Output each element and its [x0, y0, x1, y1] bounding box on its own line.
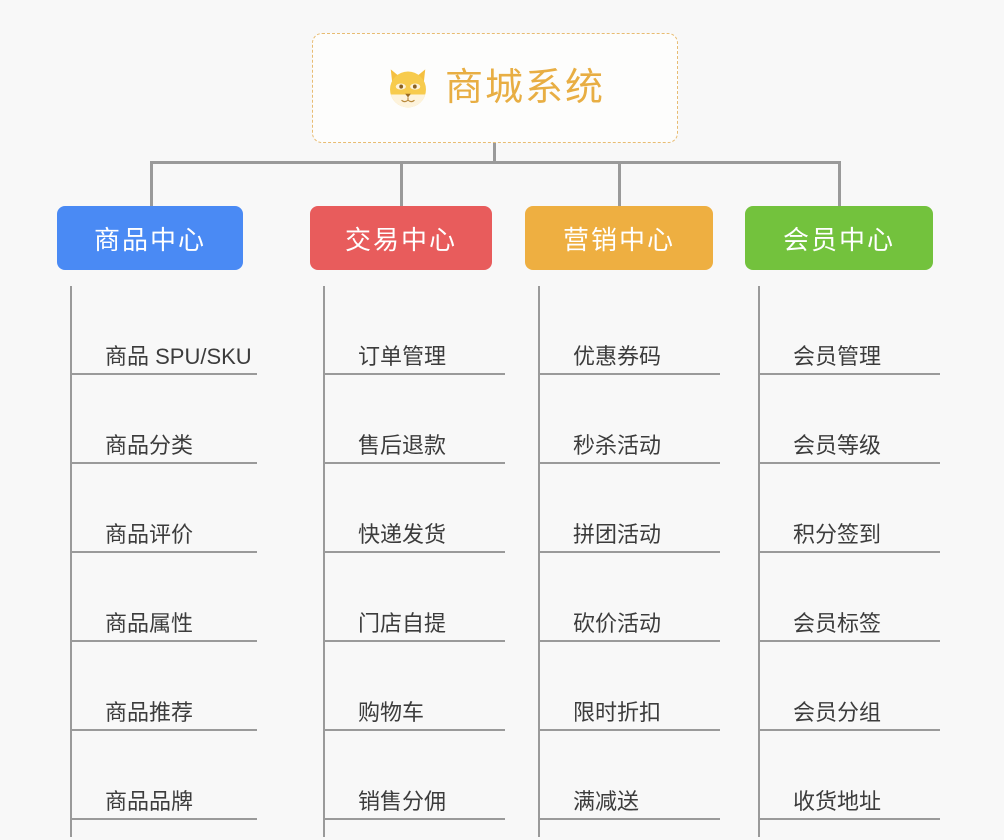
branch-header-member[interactable]: 会员中心 — [745, 206, 933, 270]
list-item[interactable]: 砍价活动 — [540, 553, 720, 642]
list-item-label: 砍价活动 — [573, 610, 662, 636]
branch-header-trade[interactable]: 交易中心 — [310, 206, 492, 270]
list-item[interactable]: 商品分类 — [72, 375, 257, 464]
list-item-label: 门店自提 — [358, 610, 447, 636]
list-item-label: 商品推荐 — [105, 699, 194, 725]
branch-items-member: 会员管理 会员等级 积分签到 会员标签 会员分组 收货地址 — [758, 286, 940, 837]
list-item-label: 快递发货 — [358, 521, 447, 547]
list-item[interactable]: 会员管理 — [760, 286, 940, 375]
list-item[interactable]: 会员分组 — [760, 642, 940, 731]
connector-drop-4 — [838, 161, 841, 206]
list-item-label: 商品属性 — [105, 610, 194, 636]
branch-column-trade: 交易中心 订单管理 售后退款 快递发货 门店自提 购物车 销售分佣 — [310, 206, 505, 837]
list-item[interactable]: 商品 SPU/SKU — [72, 286, 257, 375]
connector-horizontal-bus — [150, 161, 841, 164]
list-item[interactable]: 订单管理 — [325, 286, 505, 375]
list-item-label: 积分签到 — [793, 521, 882, 547]
branch-column-marketing: 营销中心 优惠券码 秒杀活动 拼团活动 砍价活动 限时折扣 满减送 — [525, 206, 720, 837]
branch-header-product[interactable]: 商品中心 — [57, 206, 243, 270]
branch-items-product: 商品 SPU/SKU 商品分类 商品评价 商品属性 商品推荐 商品品牌 — [70, 286, 257, 837]
list-item-label: 优惠券码 — [573, 343, 662, 369]
list-item[interactable]: 商品属性 — [72, 553, 257, 642]
list-item[interactable]: 收货地址 — [760, 731, 940, 820]
list-item[interactable]: 商品推荐 — [72, 642, 257, 731]
connector-drop-1 — [150, 161, 153, 206]
branch-header-label: 商品中心 — [93, 224, 206, 255]
list-item[interactable]: 积分签到 — [760, 464, 940, 553]
list-item-label: 限时折扣 — [573, 699, 662, 725]
branch-header-marketing[interactable]: 营销中心 — [525, 206, 713, 270]
branch-column-member: 会员中心 会员管理 会员等级 积分签到 会员标签 会员分组 收货地址 — [745, 206, 940, 837]
list-item[interactable]: 购物车 — [325, 642, 505, 731]
list-item[interactable]: 售后退款 — [325, 375, 505, 464]
list-item-label: 商品 SPU/SKU — [105, 343, 252, 369]
list-item[interactable]: 限时折扣 — [540, 642, 720, 731]
list-item-label: 会员等级 — [793, 432, 882, 458]
list-item-label: 销售分佣 — [358, 788, 447, 814]
list-item-label: 商品分类 — [105, 432, 194, 458]
root-node[interactable]: 商城系统 — [312, 33, 678, 143]
list-item[interactable]: 商品评价 — [72, 464, 257, 553]
list-item-label: 商品评价 — [105, 521, 194, 547]
list-item[interactable]: 会员标签 — [760, 553, 940, 642]
list-item-label: 秒杀活动 — [573, 432, 662, 458]
list-item[interactable]: 门店自提 — [325, 553, 505, 642]
branch-items-marketing: 优惠券码 秒杀活动 拼团活动 砍价活动 限时折扣 满减送 — [538, 286, 720, 837]
list-item-label: 商品品牌 — [105, 788, 194, 814]
list-item-label: 满减送 — [573, 788, 640, 814]
list-item[interactable]: 拼团活动 — [540, 464, 720, 553]
list-item[interactable]: 快递发货 — [325, 464, 505, 553]
list-item-label: 会员管理 — [793, 343, 882, 369]
list-item-label: 拼团活动 — [573, 521, 662, 547]
list-item-label: 收货地址 — [793, 788, 882, 814]
list-item-label: 售后退款 — [358, 432, 447, 458]
branch-header-label: 交易中心 — [344, 224, 457, 255]
list-item-label: 会员分组 — [793, 699, 882, 725]
branch-header-label: 会员中心 — [782, 224, 895, 255]
list-item-label: 订单管理 — [358, 343, 447, 369]
connector-root-stem — [493, 143, 496, 163]
root-title: 商城系统 — [444, 67, 605, 109]
connector-drop-2 — [400, 161, 403, 206]
branch-header-label: 营销中心 — [562, 224, 675, 255]
list-item[interactable]: 满减送 — [540, 731, 720, 820]
list-item-label: 会员标签 — [793, 610, 882, 636]
list-item[interactable]: 秒杀活动 — [540, 375, 720, 464]
branch-items-trade: 订单管理 售后退款 快递发货 门店自提 购物车 销售分佣 — [323, 286, 505, 837]
list-item[interactable]: 商品品牌 — [72, 731, 257, 820]
list-item[interactable]: 会员等级 — [760, 375, 940, 464]
list-item-label: 购物车 — [358, 699, 425, 725]
list-item[interactable]: 销售分佣 — [325, 731, 505, 820]
connector-drop-3 — [618, 161, 621, 206]
branch-column-product: 商品中心 商品 SPU/SKU 商品分类 商品评价 商品属性 商品推荐 商品品牌 — [57, 206, 257, 837]
shiba-dog-face-icon — [390, 69, 426, 108]
list-item[interactable]: 优惠券码 — [540, 286, 720, 375]
